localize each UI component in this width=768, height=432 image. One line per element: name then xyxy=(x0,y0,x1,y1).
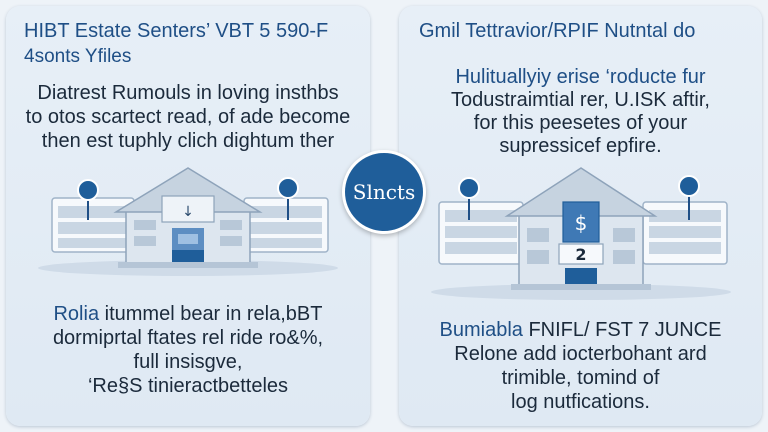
left-top-line: then est tuphly clich dightum ther xyxy=(41,130,335,152)
bank-building-icon: ↓ xyxy=(113,167,263,268)
left-info-card xyxy=(51,197,135,253)
left-bottom-line: itummel bear in rela,bBT xyxy=(104,303,323,325)
right-panel: Gmil Tettravior/RPIF Nutntal do Hulitual… xyxy=(399,6,762,426)
left-bottom-lead: Rolia xyxy=(53,303,100,325)
right-top-line: supressicef epfire. xyxy=(499,135,662,157)
left-bottom-line: ‘Re§S tinieractbetteles xyxy=(87,375,289,397)
right-info-card xyxy=(243,197,329,253)
left-info-card xyxy=(438,201,524,265)
right-bottom-lead: Bumiabla xyxy=(439,319,523,341)
right-bottom-line: Relone add iocterbohant ard xyxy=(454,343,707,365)
right-top-line: Todustraimtial rer, U.ISK aftir, xyxy=(451,89,710,111)
center-badge: Slncts xyxy=(342,150,426,234)
bank-building-icon: $ 2 xyxy=(504,167,658,290)
right-bottom-line: trimible, tomind of xyxy=(501,367,660,389)
left-bottom-line: dormiprtal ftates rel ride ro&%, xyxy=(52,327,324,349)
right-bottom-line: log nutfications. xyxy=(511,391,650,413)
location-pin-icon xyxy=(77,179,99,220)
right-info-card xyxy=(642,201,728,265)
right-bottom-line: FNIFL/ FST 7 JUNCE xyxy=(528,319,722,341)
left-panel: HIBT Estate Senters’ VBT 5 590-F 4sonts … xyxy=(6,6,370,426)
left-top-line: Diatrest Rumouls in loving insthbs xyxy=(37,82,339,104)
location-pin-icon xyxy=(277,177,299,220)
right-panel-title: Gmil Tettravior/RPIF Nutntal do xyxy=(419,20,696,42)
svg-text:↓: ↓ xyxy=(182,204,194,220)
dollar-icon: $ xyxy=(575,211,588,235)
right-top-line: for this peesetes of your xyxy=(473,112,688,134)
left-bottom-paragraph: Rolia itummel bear in rela,bBT dormiprta… xyxy=(6,302,370,398)
left-top-line: to otos scartect read, of ade become xyxy=(25,106,351,128)
right-top-paragraph: Hulituallyiy erise ‘roducte fur Todustra… xyxy=(399,66,762,158)
left-panel-title: HIBT Estate Senters’ VBT 5 590-F xyxy=(24,20,329,42)
building-number: 2 xyxy=(575,245,586,264)
left-bottom-line: full insisgve, xyxy=(133,351,243,373)
location-pin-icon xyxy=(458,177,480,220)
right-bottom-paragraph: Bumiabla FNIFL/ FST 7 JUNCE Relone add i… xyxy=(399,318,762,414)
right-top-line: Hulituallyiy erise ‘roducte fur xyxy=(455,66,706,88)
left-top-paragraph: Diatrest Rumouls in loving insthbs to ot… xyxy=(6,81,370,153)
location-pin-icon xyxy=(678,175,700,220)
left-panel-subtitle: 4sonts Yfiles xyxy=(24,46,132,67)
